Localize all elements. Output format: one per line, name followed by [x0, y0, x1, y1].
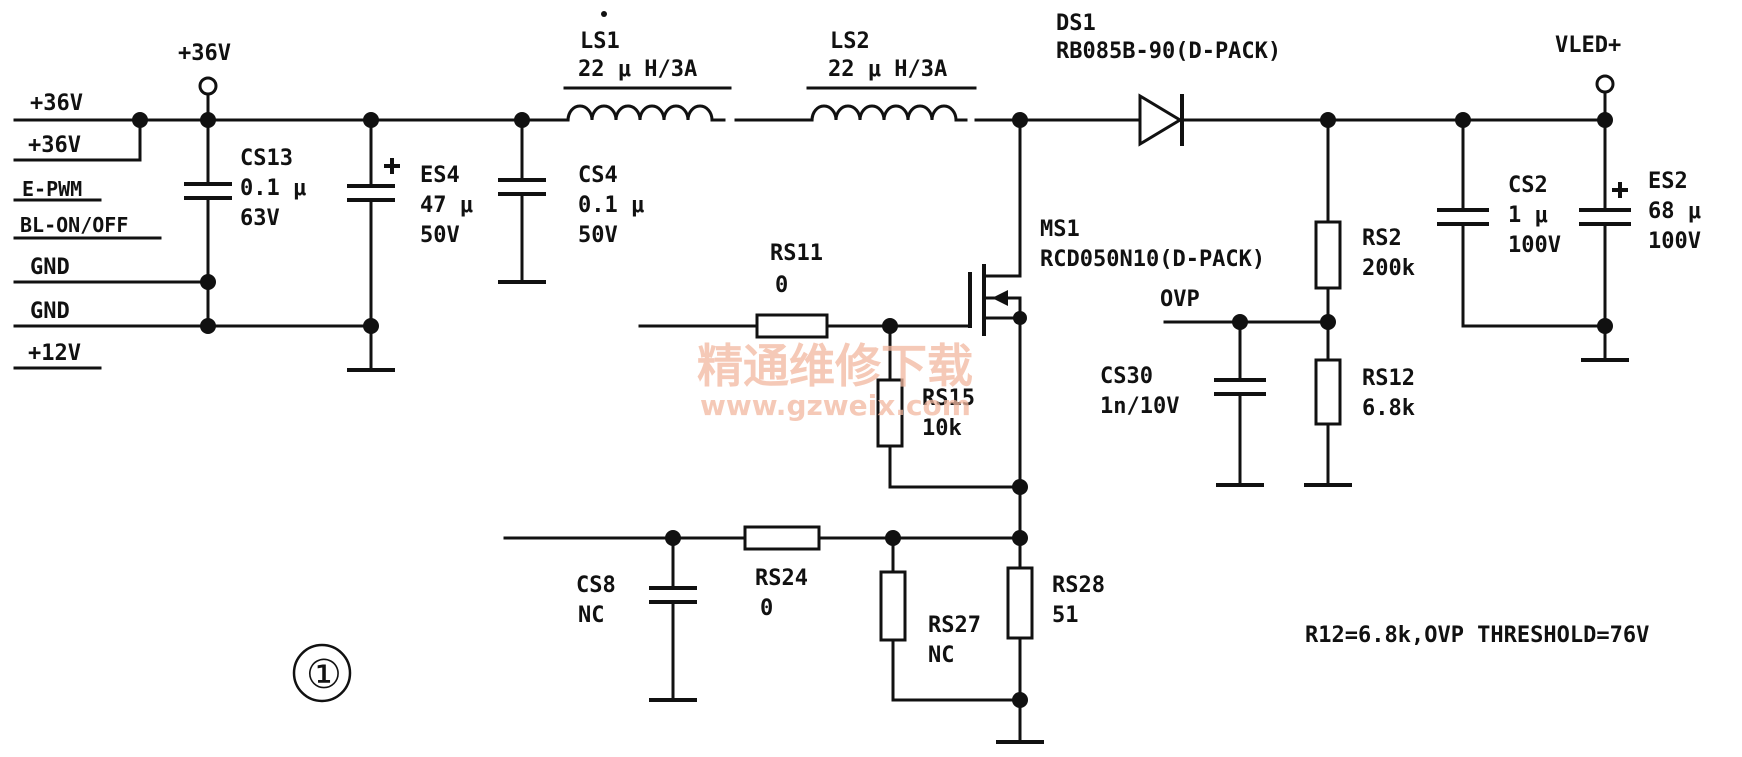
svg-text:RS27: RS27: [928, 613, 981, 638]
terminal-vled: [1595, 74, 1615, 94]
svg-text:6.8k: 6.8k: [1362, 396, 1415, 421]
svg-text:RS24: RS24: [755, 566, 808, 591]
diode-ds1: DS1 RB085B-90(D-PACK): [1056, 11, 1281, 147]
electrolytic-capacitor-es2: ES2 68 μ 100V: [1579, 118, 1701, 362]
svg-text:51: 51: [1052, 603, 1079, 628]
svg-text:200k: 200k: [1362, 256, 1415, 281]
electrolytic-capacitor-es4: ES4 47 μ 50V: [347, 118, 473, 372]
svg-text:1 μ: 1 μ: [1508, 203, 1548, 228]
svg-text:50V: 50V: [420, 223, 460, 248]
pin-label-bl-on-off: BL-ON/OFF: [20, 213, 128, 237]
svg-text:CS2: CS2: [1508, 173, 1548, 198]
pin-label-36v-2: +36V: [28, 133, 81, 158]
svg-text:50V: 50V: [578, 223, 618, 248]
resistor-rs11: RS11 0: [638, 241, 892, 339]
watermark-url: www.gzweix.com: [700, 389, 971, 422]
svg-text:CS30: CS30: [1100, 364, 1153, 389]
svg-text:0.1 μ: 0.1 μ: [578, 193, 644, 218]
svg-text:RS2: RS2: [1362, 226, 1402, 251]
watermark-text: 精通维修下载: [697, 339, 973, 393]
pin-label-gnd-2: GND: [30, 299, 70, 324]
input-connector: +36V +36V E-PWM BL-ON/OFF GND GND +12V: [13, 91, 210, 370]
figure-number-circle: [292, 643, 352, 703]
svg-text:NC: NC: [578, 603, 605, 628]
inductor-ls1: LS1 22 μ H/3A: [563, 11, 732, 122]
inductor-ls2: LS2 22 μ H/3A: [734, 29, 977, 122]
capacitor-cs4: CS4 0.1 μ 50V: [498, 118, 644, 284]
resistor-rs2: RS2 200k: [1314, 118, 1415, 362]
pin-label-gnd-1: GND: [30, 255, 70, 280]
svg-text:0: 0: [775, 273, 788, 298]
resistor-rs15: RS15 10k: [876, 324, 1022, 489]
resistor-rs27: RS27 NC: [879, 536, 1022, 702]
pin-label-12v: +12V: [28, 341, 81, 366]
svg-text:68 μ: 68 μ: [1648, 199, 1701, 224]
svg-text:DS1: DS1: [1056, 11, 1096, 36]
terminal-label-36v: +36V: [178, 41, 231, 66]
svg-text:CS4: CS4: [578, 163, 618, 188]
svg-text:CS8: CS8: [576, 573, 616, 598]
svg-text:RS12: RS12: [1362, 366, 1415, 391]
net-label-ovp: OVP: [1160, 287, 1200, 312]
svg-text:1n/10V: 1n/10V: [1100, 394, 1179, 419]
svg-text:10k: 10k: [922, 416, 962, 441]
svg-text:RS28: RS28: [1052, 573, 1105, 598]
ovp-threshold-note: R12=6.8k,OVP THRESHOLD=76V: [1305, 623, 1649, 648]
mosfet-ms1: MS1 RCD050N10(D-PACK): [888, 118, 1265, 489]
svg-text:LS2: LS2: [830, 29, 870, 54]
capacitor-cs8: CS8 NC: [576, 536, 697, 702]
svg-text:NC: NC: [928, 643, 955, 668]
svg-text:0.1 μ: 0.1 μ: [240, 176, 306, 201]
svg-text:22 μ H/3A: 22 μ H/3A: [578, 57, 697, 82]
terminal-36v: [198, 76, 218, 96]
resistor-rs12: RS12 6.8k: [1304, 358, 1415, 487]
capacitor-cs30: CS30 1n/10V: [1100, 320, 1266, 487]
svg-text:MS1: MS1: [1040, 217, 1080, 242]
resistor-rs24: RS24 0: [743, 525, 1022, 621]
svg-text:0: 0: [760, 596, 773, 621]
pin-label-e-pwm: E-PWM: [22, 177, 82, 201]
capacitor-cs13: CS13 0.1 μ 63V: [184, 118, 306, 328]
svg-text:100V: 100V: [1648, 229, 1701, 254]
svg-text:63V: 63V: [240, 206, 280, 231]
terminal-label-vled: VLED+: [1555, 33, 1621, 58]
figure-number: ①: [306, 652, 342, 698]
svg-text:100V: 100V: [1508, 233, 1561, 258]
svg-text:ES2: ES2: [1648, 169, 1688, 194]
svg-text:47 μ: 47 μ: [420, 193, 473, 218]
pin-label-36v-1: +36V: [30, 91, 83, 116]
svg-text:RB085B-90(D-PACK): RB085B-90(D-PACK): [1056, 39, 1281, 64]
svg-text:CS13: CS13: [240, 146, 293, 171]
svg-text:RS15: RS15: [922, 386, 975, 411]
svg-text:LS1: LS1: [580, 29, 620, 54]
svg-text:22 μ H/3A: 22 μ H/3A: [828, 57, 947, 82]
svg-text:ES4: ES4: [420, 163, 460, 188]
svg-text:RS11: RS11: [770, 241, 823, 266]
svg-text:RCD050N10(D-PACK): RCD050N10(D-PACK): [1040, 247, 1265, 272]
capacitor-cs2: CS2 1 μ 100V: [1437, 118, 1607, 328]
resistor-rs28: RS28 51: [996, 566, 1105, 744]
